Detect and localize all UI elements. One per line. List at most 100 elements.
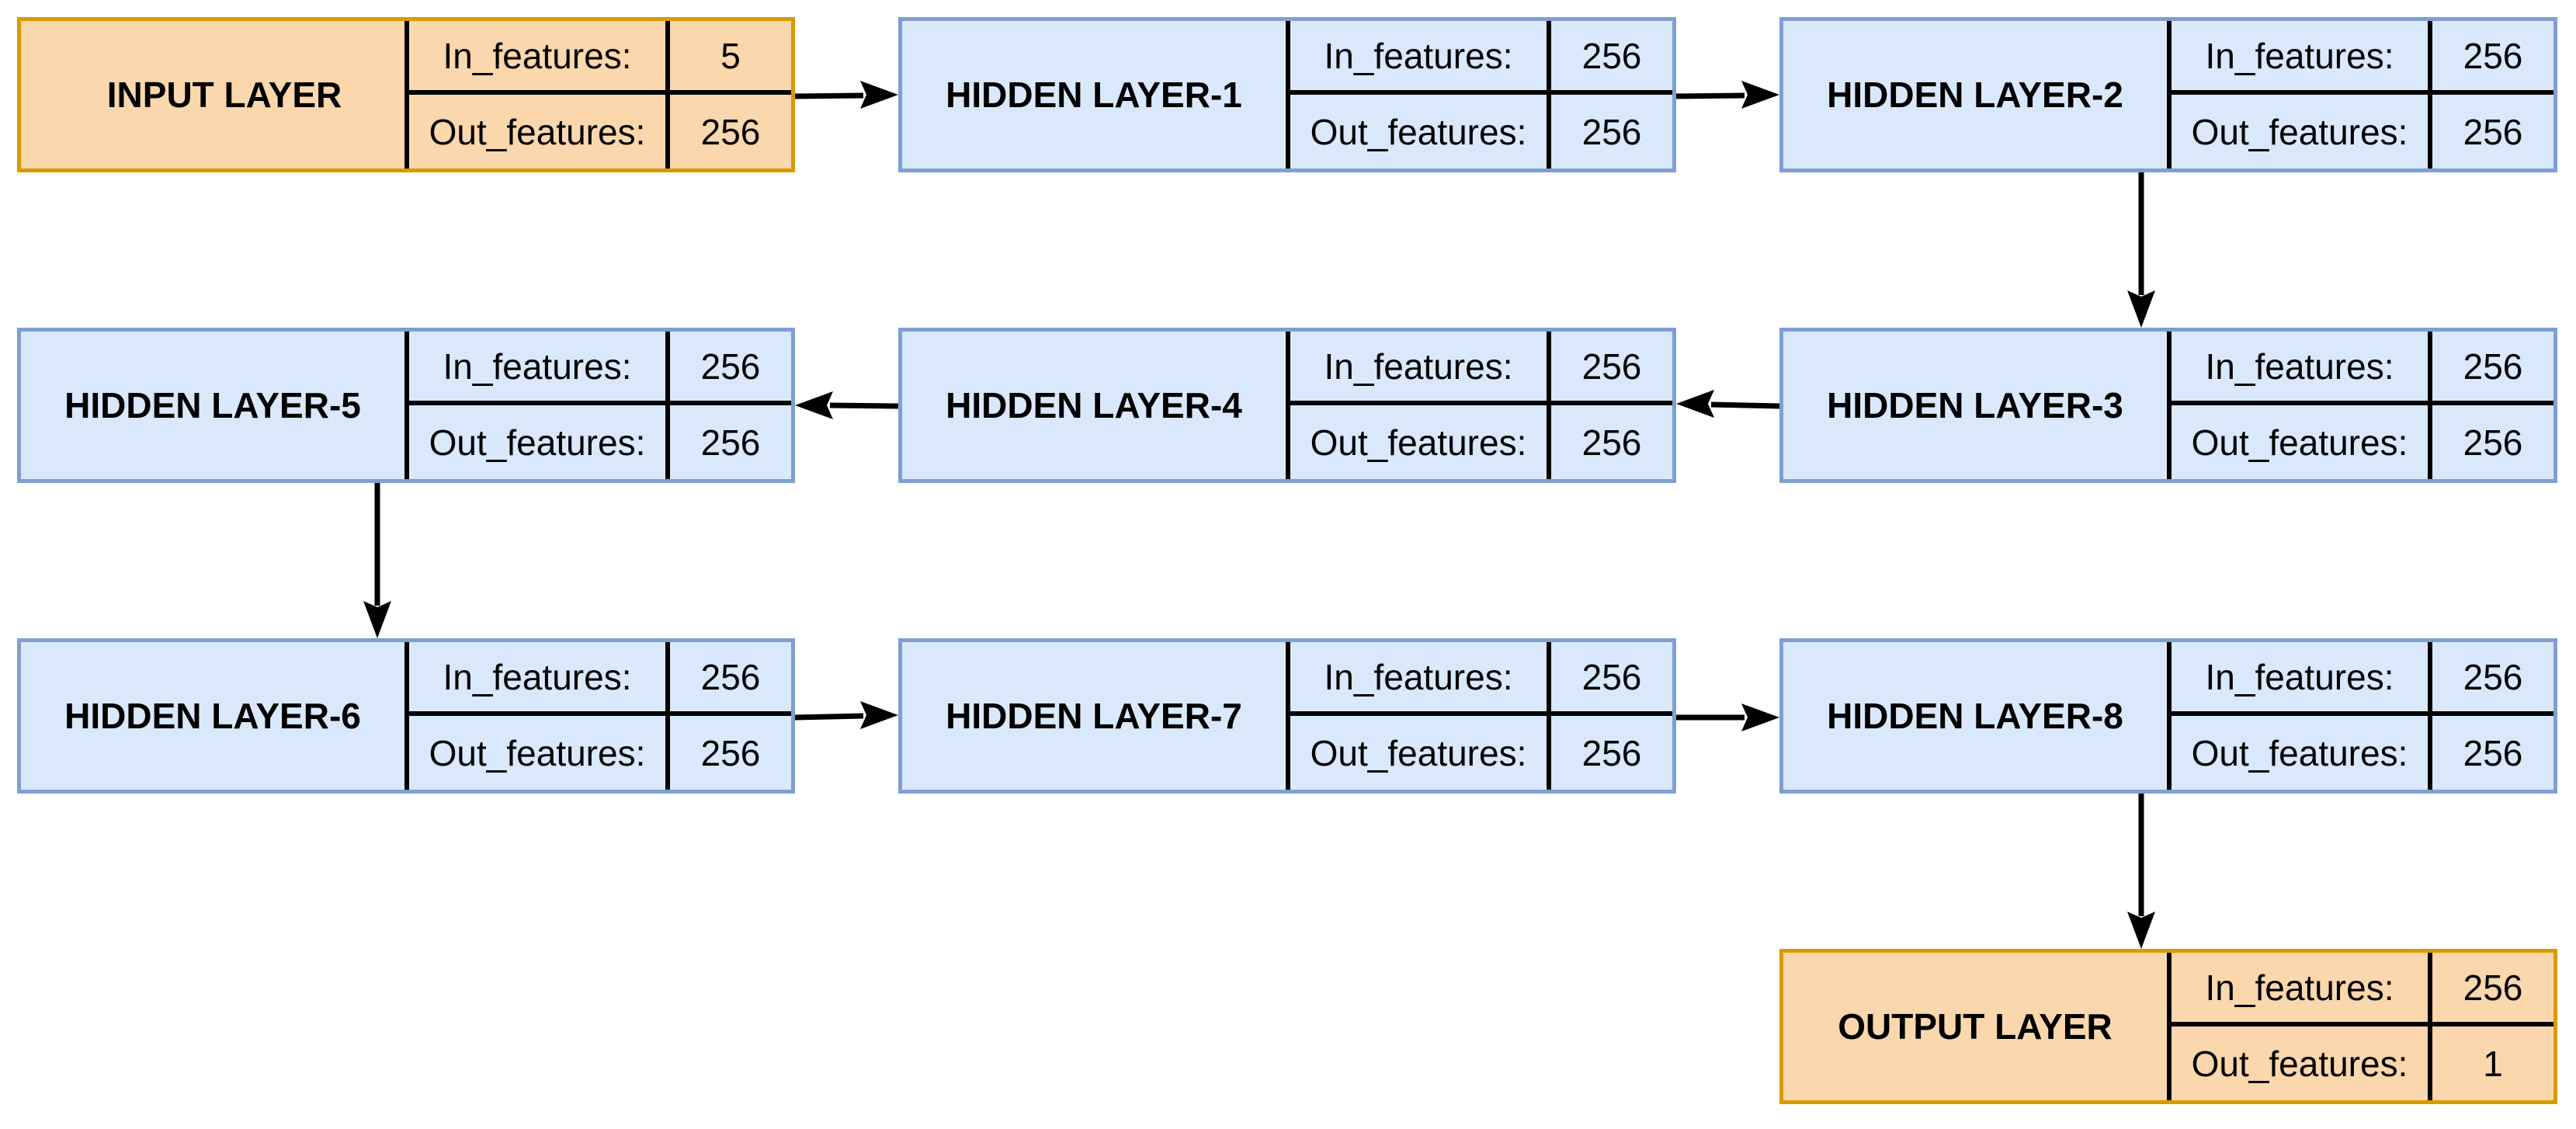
out-features-row: Out_features: 256 <box>2172 405 2553 479</box>
feature-table: In_features: 256 Out_features: 256 <box>2172 332 2553 479</box>
out-features-label: Out_features: <box>2172 716 2432 790</box>
out-features-value: 256 <box>2463 111 2523 152</box>
in-features-row: In_features: 256 <box>409 642 791 716</box>
out-features-value: 256 <box>2463 422 2523 463</box>
hidden-layer-1-block: HIDDEN LAYER-1 In_features: 256 Out_feat… <box>898 17 1676 172</box>
feature-table: In_features: 5 Out_features: 256 <box>409 21 791 168</box>
arrow-hidden-7-to-hidden-8 <box>1676 703 1779 731</box>
layer-name: HIDDEN LAYER-6 <box>21 642 409 790</box>
out-features-row: Out_features: 256 <box>1290 716 1672 790</box>
arrow-hidden-3-to-hidden-4 <box>1676 390 1780 418</box>
in-features-label: In_features: <box>1290 21 1551 90</box>
out-features-label: Out_features: <box>409 95 670 168</box>
out-features-label: Out_features: <box>1290 405 1551 479</box>
layer-name: OUTPUT LAYER <box>1783 953 2172 1100</box>
hidden-layer-2-block: HIDDEN LAYER-2 In_features: 256 Out_feat… <box>1779 17 2557 172</box>
out-features-row: Out_features: 256 <box>1290 405 1672 479</box>
out-features-label: Out_features: <box>409 405 670 479</box>
in-features-label: In_features: <box>2172 953 2432 1022</box>
in-features-row: In_features: 256 <box>2172 953 2553 1027</box>
in-features-value: 256 <box>1581 346 1642 387</box>
hidden-layer-8-block: HIDDEN LAYER-8 In_features: 256 Out_feat… <box>1779 638 2557 794</box>
in-features-label: In_features: <box>1290 642 1551 711</box>
input-layer-block: INPUT LAYER In_features: 5 Out_features:… <box>17 17 795 172</box>
layer-name: HIDDEN LAYER-4 <box>902 332 1290 479</box>
layer-name: HIDDEN LAYER-1 <box>902 21 1290 168</box>
feature-table: In_features: 256 Out_features: 256 <box>409 332 791 479</box>
in-features-value: 256 <box>1581 35 1642 76</box>
in-features-value: 256 <box>700 346 761 387</box>
feature-table: In_features: 256 Out_features: 256 <box>2172 21 2553 168</box>
arrow-input-to-hidden-1 <box>794 81 898 109</box>
in-features-label: In_features: <box>409 332 670 401</box>
in-features-value: 5 <box>720 35 741 76</box>
feature-table: In_features: 256 Out_features: 256 <box>1290 21 1672 168</box>
in-features-value: 256 <box>700 656 761 697</box>
output-layer-block: OUTPUT LAYER In_features: 256 Out_featur… <box>1779 949 2557 1104</box>
out-features-value: 1 <box>2483 1043 2503 1084</box>
in-features-row: In_features: 256 <box>2172 642 2553 716</box>
out-features-label: Out_features: <box>409 716 670 790</box>
out-features-row: Out_features: 256 <box>409 95 791 168</box>
out-features-row: Out_features: 256 <box>409 405 791 479</box>
out-features-value: 256 <box>1581 422 1642 463</box>
out-features-label: Out_features: <box>1290 95 1551 168</box>
layer-name: HIDDEN LAYER-7 <box>902 642 1290 790</box>
in-features-value: 256 <box>2463 35 2523 76</box>
arrow-hidden-1-to-hidden-2 <box>1675 81 1779 109</box>
layer-name: INPUT LAYER <box>21 21 409 168</box>
out-features-label: Out_features: <box>1290 716 1551 790</box>
arrow-hidden-6-to-hidden-7 <box>794 701 898 729</box>
out-features-row: Out_features: 256 <box>2172 95 2553 168</box>
in-features-row: In_features: 256 <box>409 332 791 405</box>
in-features-row: In_features: 256 <box>2172 332 2553 405</box>
out-features-label: Out_features: <box>2172 95 2432 168</box>
hidden-layer-6-block: HIDDEN LAYER-6 In_features: 256 Out_feat… <box>17 638 795 794</box>
out-features-value: 256 <box>700 111 761 152</box>
out-features-row: Out_features: 1 <box>2172 1027 2553 1100</box>
feature-table: In_features: 256 Out_features: 256 <box>1290 642 1672 790</box>
feature-table: In_features: 256 Out_features: 256 <box>1290 332 1672 479</box>
out-features-value: 256 <box>700 422 761 463</box>
out-features-value: 256 <box>1581 732 1642 773</box>
in-features-label: In_features: <box>1290 332 1551 401</box>
out-features-value: 256 <box>1581 111 1642 152</box>
in-features-value: 256 <box>2463 346 2523 387</box>
in-features-label: In_features: <box>2172 21 2432 90</box>
in-features-value: 256 <box>2463 967 2523 1008</box>
feature-table: In_features: 256 Out_features: 256 <box>409 642 791 790</box>
out-features-value: 256 <box>2463 732 2523 773</box>
out-features-label: Out_features: <box>2172 405 2432 479</box>
out-features-label: Out_features: <box>2172 1027 2432 1100</box>
hidden-layer-5-block: HIDDEN LAYER-5 In_features: 256 Out_feat… <box>17 328 795 483</box>
arrow-hidden-4-to-hidden-5 <box>795 391 899 419</box>
hidden-layer-7-block: HIDDEN LAYER-7 In_features: 256 Out_feat… <box>898 638 1676 794</box>
layer-name: HIDDEN LAYER-3 <box>1783 332 2172 479</box>
hidden-layer-4-block: HIDDEN LAYER-4 In_features: 256 Out_feat… <box>898 328 1676 483</box>
arrow-hidden-8-to-output <box>2127 794 2155 949</box>
out-features-value: 256 <box>700 732 761 773</box>
in-features-label: In_features: <box>409 21 670 90</box>
in-features-label: In_features: <box>2172 332 2432 401</box>
in-features-row: In_features: 256 <box>1290 21 1672 95</box>
out-features-row: Out_features: 256 <box>1290 95 1672 168</box>
in-features-row: In_features: 256 <box>1290 332 1672 405</box>
layer-name: HIDDEN LAYER-5 <box>21 332 409 479</box>
hidden-layer-3-block: HIDDEN LAYER-3 In_features: 256 Out_feat… <box>1779 328 2557 483</box>
arrow-hidden-5-to-hidden-6 <box>363 483 391 638</box>
out-features-row: Out_features: 256 <box>409 716 791 790</box>
in-features-value: 256 <box>2463 656 2523 697</box>
in-features-row: In_features: 5 <box>409 21 791 95</box>
arrow-hidden-2-to-hidden-3 <box>2127 172 2155 328</box>
feature-table: In_features: 256 Out_features: 1 <box>2172 953 2553 1100</box>
feature-table: In_features: 256 Out_features: 256 <box>2172 642 2553 790</box>
in-features-row: In_features: 256 <box>2172 21 2553 95</box>
in-features-row: In_features: 256 <box>1290 642 1672 716</box>
in-features-value: 256 <box>1581 656 1642 697</box>
in-features-label: In_features: <box>409 642 670 711</box>
layer-name: HIDDEN LAYER-2 <box>1783 21 2172 168</box>
in-features-label: In_features: <box>2172 642 2432 711</box>
layer-name: HIDDEN LAYER-8 <box>1783 642 2172 790</box>
out-features-row: Out_features: 256 <box>2172 716 2553 790</box>
